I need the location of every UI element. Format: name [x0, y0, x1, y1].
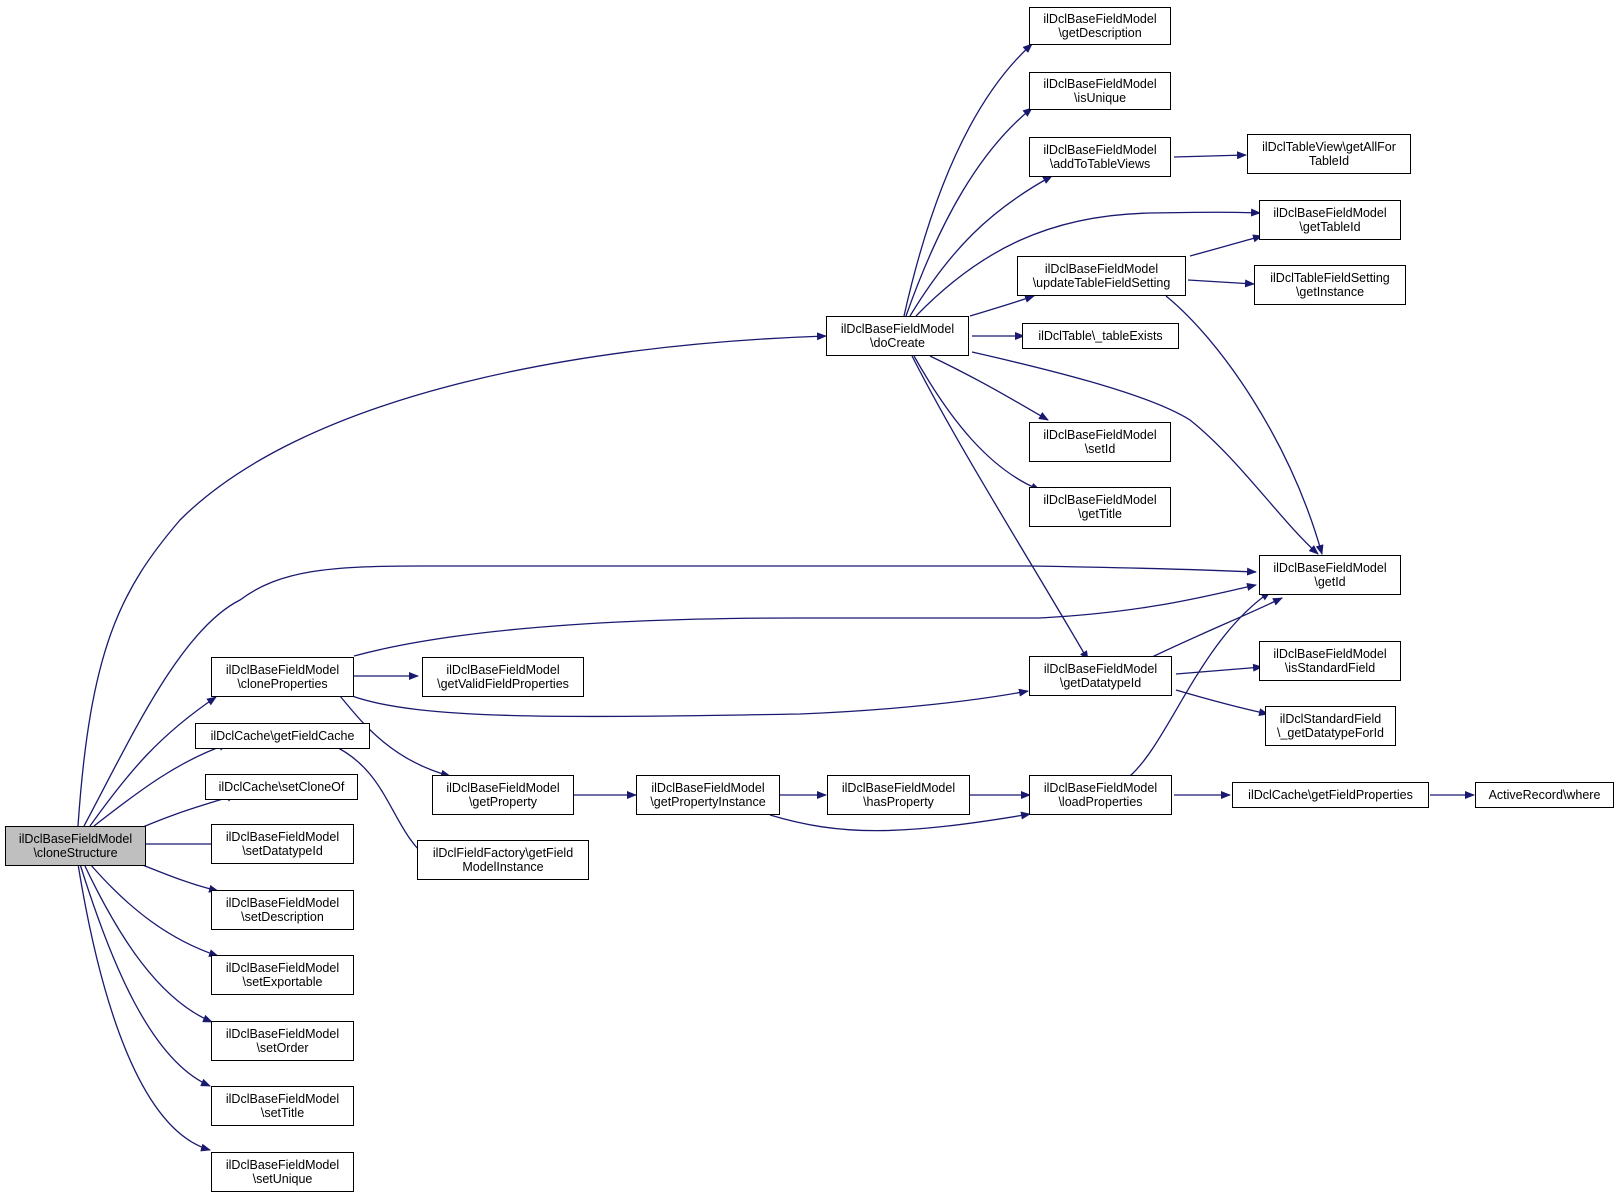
node-settitle[interactable]: ilDclBaseFieldModel \setTitle [211, 1086, 354, 1126]
node-getfieldproperties[interactable]: ilDclCache\getFieldProperties [1232, 782, 1429, 808]
node-setdatatypeid[interactable]: ilDclBaseFieldModel \setDatatypeId [211, 824, 354, 864]
node-setunique[interactable]: ilDclBaseFieldModel \setUnique [211, 1152, 354, 1192]
node-getfieldcache[interactable]: ilDclCache\getFieldCache [195, 723, 370, 749]
edge-docreate-getdatatypeid [911, 355, 1089, 661]
edge-clonestructure-getid [83, 565, 1257, 827]
node-setdescription[interactable]: ilDclBaseFieldModel \setDescription [211, 890, 354, 930]
node-getfieldmodelinstance[interactable]: ilDclFieldFactory\getField ModelInstance [417, 840, 589, 880]
node-hasproperty[interactable]: ilDclBaseFieldModel \hasProperty [827, 775, 970, 815]
edge-clonestructure-cloneproperties [89, 696, 217, 827]
node-getid[interactable]: ilDclBaseFieldModel \getId [1259, 555, 1401, 595]
node-loadproperties[interactable]: ilDclBaseFieldModel \loadProperties [1029, 775, 1172, 815]
edge-getdatatypeid-isstandardfield [1175, 663, 1263, 675]
edge-clonestructure-docreate [77, 332, 827, 827]
node-docreate[interactable]: ilDclBaseFieldModel \doCreate [826, 316, 969, 356]
edge-updatetablefieldsetting-getid [1165, 295, 1324, 555]
edge-clonestructure-setdescription [139, 863, 219, 893]
edge-getdatatypeid-getdatatypeforid [1175, 689, 1269, 717]
edge-clonestructure-setunique [77, 863, 211, 1152]
node-tableexists[interactable]: ilDclTable\_tableExists [1022, 323, 1179, 349]
node-getproperty[interactable]: ilDclBaseFieldModel \getProperty [432, 775, 574, 815]
edge-updatetablefieldsetting-getinstance [1187, 279, 1255, 288]
edge-docreate-addtotableviews [909, 175, 1053, 317]
node-getdescription[interactable]: ilDclBaseFieldModel \getDescription [1029, 7, 1171, 45]
edge-clonestructure-setorder [83, 863, 213, 1023]
edge-docreate-updatetablefieldsetting [969, 295, 1035, 317]
edge-getdatatypeid-getid [1149, 597, 1283, 659]
node-isunique[interactable]: ilDclBaseFieldModel \isUnique [1029, 72, 1171, 110]
edge-cloneproperties-getproperty [339, 695, 451, 778]
node-getdatatypeid[interactable]: ilDclBaseFieldModel \getDatatypeId [1029, 656, 1172, 696]
node-setid[interactable]: ilDclBaseFieldModel \setId [1029, 422, 1171, 462]
node-updatetablefieldsetting[interactable]: ilDclBaseFieldModel \updateTableFieldSet… [1017, 256, 1186, 296]
node-getallfortableid[interactable]: ilDclTableView\getAllFor TableId [1247, 134, 1411, 174]
edge-docreate-isunique [905, 107, 1033, 317]
node-gettitle[interactable]: ilDclBaseFieldModel \getTitle [1029, 487, 1171, 527]
node-clonestructure[interactable]: ilDclBaseFieldModel \cloneStructure [5, 826, 146, 866]
edge-docreate-getdescription [903, 43, 1033, 317]
edge-clonestructure-settitle [79, 863, 211, 1087]
node-setcloneof[interactable]: ilDclCache\setCloneOf [205, 774, 358, 800]
edge-docreate-getid [971, 351, 1319, 555]
node-where[interactable]: ActiveRecord\where [1475, 782, 1614, 808]
edge-getpropertyinstance-loadproperties [769, 811, 1031, 832]
node-addtotableviews[interactable]: ilDclBaseFieldModel \addToTableViews [1029, 137, 1171, 177]
edge-docreate-gettitle [913, 355, 1041, 491]
edge-addtotableviews-getallfortableid [1173, 151, 1247, 160]
edge-cloneproperties-getdatatypeid [351, 688, 1029, 718]
edge-cloneproperties-getid [353, 583, 1257, 657]
node-cloneproperties[interactable]: ilDclBaseFieldModel \cloneProperties [211, 657, 354, 697]
edge-updatetablefieldsetting-gettableid [1189, 234, 1263, 257]
node-setorder[interactable]: ilDclBaseFieldModel \setOrder [211, 1021, 354, 1061]
node-isstandardfield[interactable]: ilDclBaseFieldModel \isStandardField [1259, 641, 1401, 681]
edge-clonestructure-setexportable [89, 863, 219, 957]
edge-loadproperties-getid [1129, 591, 1271, 777]
node-getinstance[interactable]: ilDclTableFieldSetting \getInstance [1254, 265, 1406, 305]
node-gettableid[interactable]: ilDclBaseFieldModel \getTableId [1259, 200, 1401, 240]
edge-docreate-gettableid [915, 208, 1261, 317]
node-getvalidfieldproperties[interactable]: ilDclBaseFieldModel \getValidFieldProper… [422, 657, 584, 697]
edge-clonestructure-getfieldcache [93, 743, 229, 827]
node-getpropertyinstance[interactable]: ilDclBaseFieldModel \getPropertyInstance [636, 775, 780, 815]
node-getdatatypeforid[interactable]: ilDclStandardField \_getDatatypeForId [1265, 706, 1396, 746]
edge-docreate-setid [929, 355, 1049, 421]
node-setexportable[interactable]: ilDclBaseFieldModel \setExportable [211, 955, 354, 995]
